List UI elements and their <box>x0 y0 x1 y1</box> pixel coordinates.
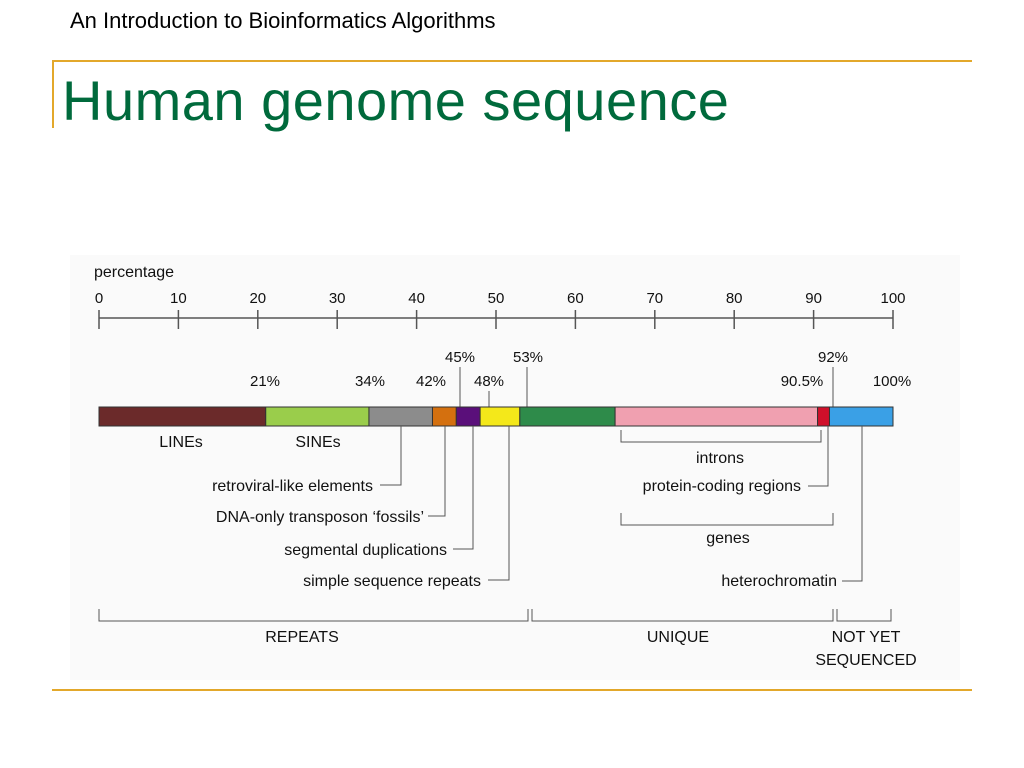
label-protein-coding: protein-coding regions <box>643 478 801 495</box>
label-retroviral: retroviral-like elements <box>212 478 373 495</box>
bracket-repeats <box>98 609 529 622</box>
bracket-not-yet <box>836 609 892 622</box>
label-genes: genes <box>706 530 750 547</box>
label-dna-transposon: DNA-only transposon ‘fossils’ <box>216 509 424 526</box>
pct-label-45: 45% <box>445 349 475 366</box>
bottom-rule <box>52 689 972 691</box>
genome-bar <box>98 406 894 427</box>
tick-label: 40 <box>408 290 425 307</box>
pct-label-53: 53% <box>513 349 543 366</box>
label-unique: UNIQUE <box>647 629 709 646</box>
bar-segment <box>479 406 521 427</box>
bracket-genes <box>620 513 834 526</box>
pct-label-21: 21% <box>250 373 280 390</box>
bar-segment <box>519 406 616 427</box>
leader-simple-repeats <box>488 426 510 581</box>
tick-label: 100 <box>880 290 905 307</box>
bracket-unique <box>531 609 834 622</box>
bar-segment <box>368 406 433 427</box>
bar-segment <box>431 406 457 427</box>
axis-ticks: 0 10 20 30 40 50 60 70 80 90 100 <box>95 290 906 329</box>
label-introns: introns <box>696 450 744 467</box>
tick-label: 10 <box>170 290 187 307</box>
bar-segment <box>614 406 819 427</box>
pct-label-90-5: 90.5% <box>781 373 824 390</box>
leader-heterochromatin <box>842 426 863 582</box>
label-not-yet-line1: NOT YET <box>832 629 901 646</box>
bracket-introns <box>620 430 822 443</box>
leader-retroviral <box>380 426 402 486</box>
bar-segment <box>817 406 830 427</box>
genome-diagram: percentage 0 10 20 30 40 50 60 70 80 90 100 45% 53… <box>70 255 960 680</box>
pct-label-100: 100% <box>873 373 911 390</box>
label-repeats: REPEATS <box>265 629 339 646</box>
tick-label: 60 <box>567 290 584 307</box>
course-title: An Introduction to Bioinformatics Algori… <box>70 8 496 33</box>
slide-title: Human genome sequence <box>62 69 730 132</box>
label-not-yet-line2: SEQUENCED <box>815 652 916 669</box>
tick-label: 90 <box>805 290 822 307</box>
pct-label-34: 34% <box>355 373 385 390</box>
diagram-background <box>70 255 960 680</box>
bar-segment <box>455 406 481 427</box>
top-rule <box>52 60 972 62</box>
leader-dna-transposon <box>428 426 446 517</box>
label-sines: SINEs <box>295 434 340 451</box>
bar-segment <box>98 406 267 427</box>
tick-label: 50 <box>488 290 505 307</box>
label-heterochromatin: heterochromatin <box>721 573 837 590</box>
tick-label: 0 <box>95 290 103 307</box>
pct-label-48: 48% <box>474 373 504 390</box>
pct-label-42: 42% <box>416 373 446 390</box>
leader-segmental <box>453 426 474 550</box>
bar-segment <box>265 406 370 427</box>
left-accent-bar <box>52 60 54 128</box>
tick-label: 20 <box>249 290 266 307</box>
pct-label-92: 92% <box>818 349 848 366</box>
label-lines: LINEs <box>159 434 203 451</box>
label-simple-repeats: simple sequence repeats <box>303 573 481 590</box>
leader-protein-coding <box>808 426 829 487</box>
axis-label: percentage <box>94 264 174 281</box>
label-segmental: segmental duplications <box>284 542 447 559</box>
tick-label: 30 <box>329 290 346 307</box>
bar-segment <box>828 406 894 427</box>
tick-label: 70 <box>646 290 663 307</box>
tick-label: 80 <box>726 290 743 307</box>
